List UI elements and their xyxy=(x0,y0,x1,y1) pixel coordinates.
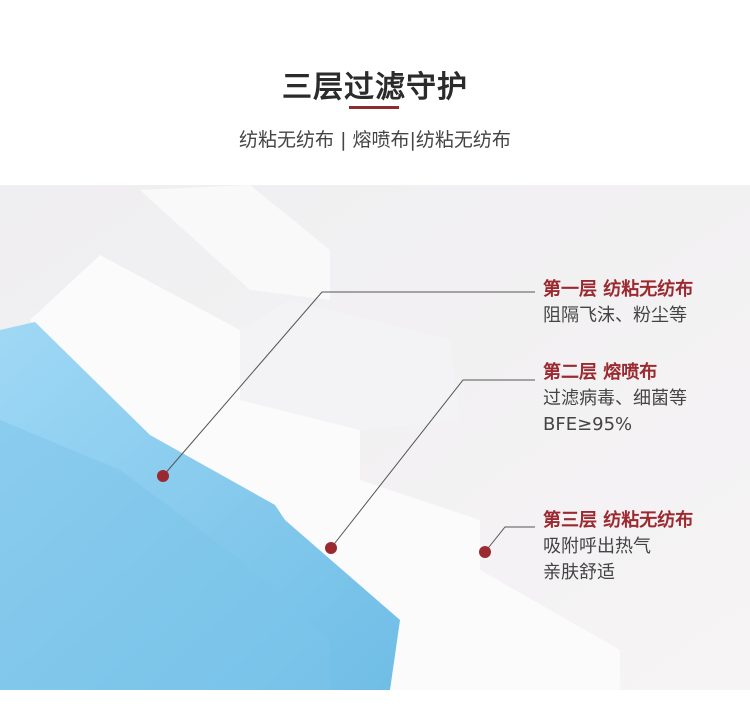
layer3-title: 第三层 纺粘无纺布 xyxy=(543,510,694,531)
layer3-marker-dot xyxy=(479,546,491,558)
layer3-desc2: 亲肤舒适 xyxy=(543,562,615,583)
layer1-label: 第一层 纺粘无纺布 阻隔飞沫、粉尘等 xyxy=(543,277,693,329)
layer2-title: 第二层 熔喷布 xyxy=(543,362,658,383)
layer3-label: 第三层 纺粘无纺布 吸附呼出热气 亲肤舒适 xyxy=(543,508,693,586)
layer2-desc: 过滤病毒、细菌等 xyxy=(543,388,687,409)
layer1-desc: 阻隔飞沫、粉尘等 xyxy=(543,305,687,326)
layer1-title: 第一层 纺粘无纺布 xyxy=(543,279,694,300)
layer1-marker-dot xyxy=(157,470,169,482)
callout-lines xyxy=(162,291,535,553)
layer2-label: 第二层 熔喷布 过滤病毒、细菌等 BFE≥95% xyxy=(543,360,687,438)
layer2-bfe: BFE≥95% xyxy=(543,414,633,435)
title-underline xyxy=(349,106,399,109)
mask-layers-photo xyxy=(0,185,750,690)
subtitle: 纺粘无纺布 | 熔喷布|纺粘无纺布 xyxy=(239,129,511,151)
layer2-marker-dot xyxy=(325,542,337,554)
layer3-desc1: 吸附呼出热气 xyxy=(543,536,651,557)
page-title: 三层过滤守护 xyxy=(282,70,468,105)
